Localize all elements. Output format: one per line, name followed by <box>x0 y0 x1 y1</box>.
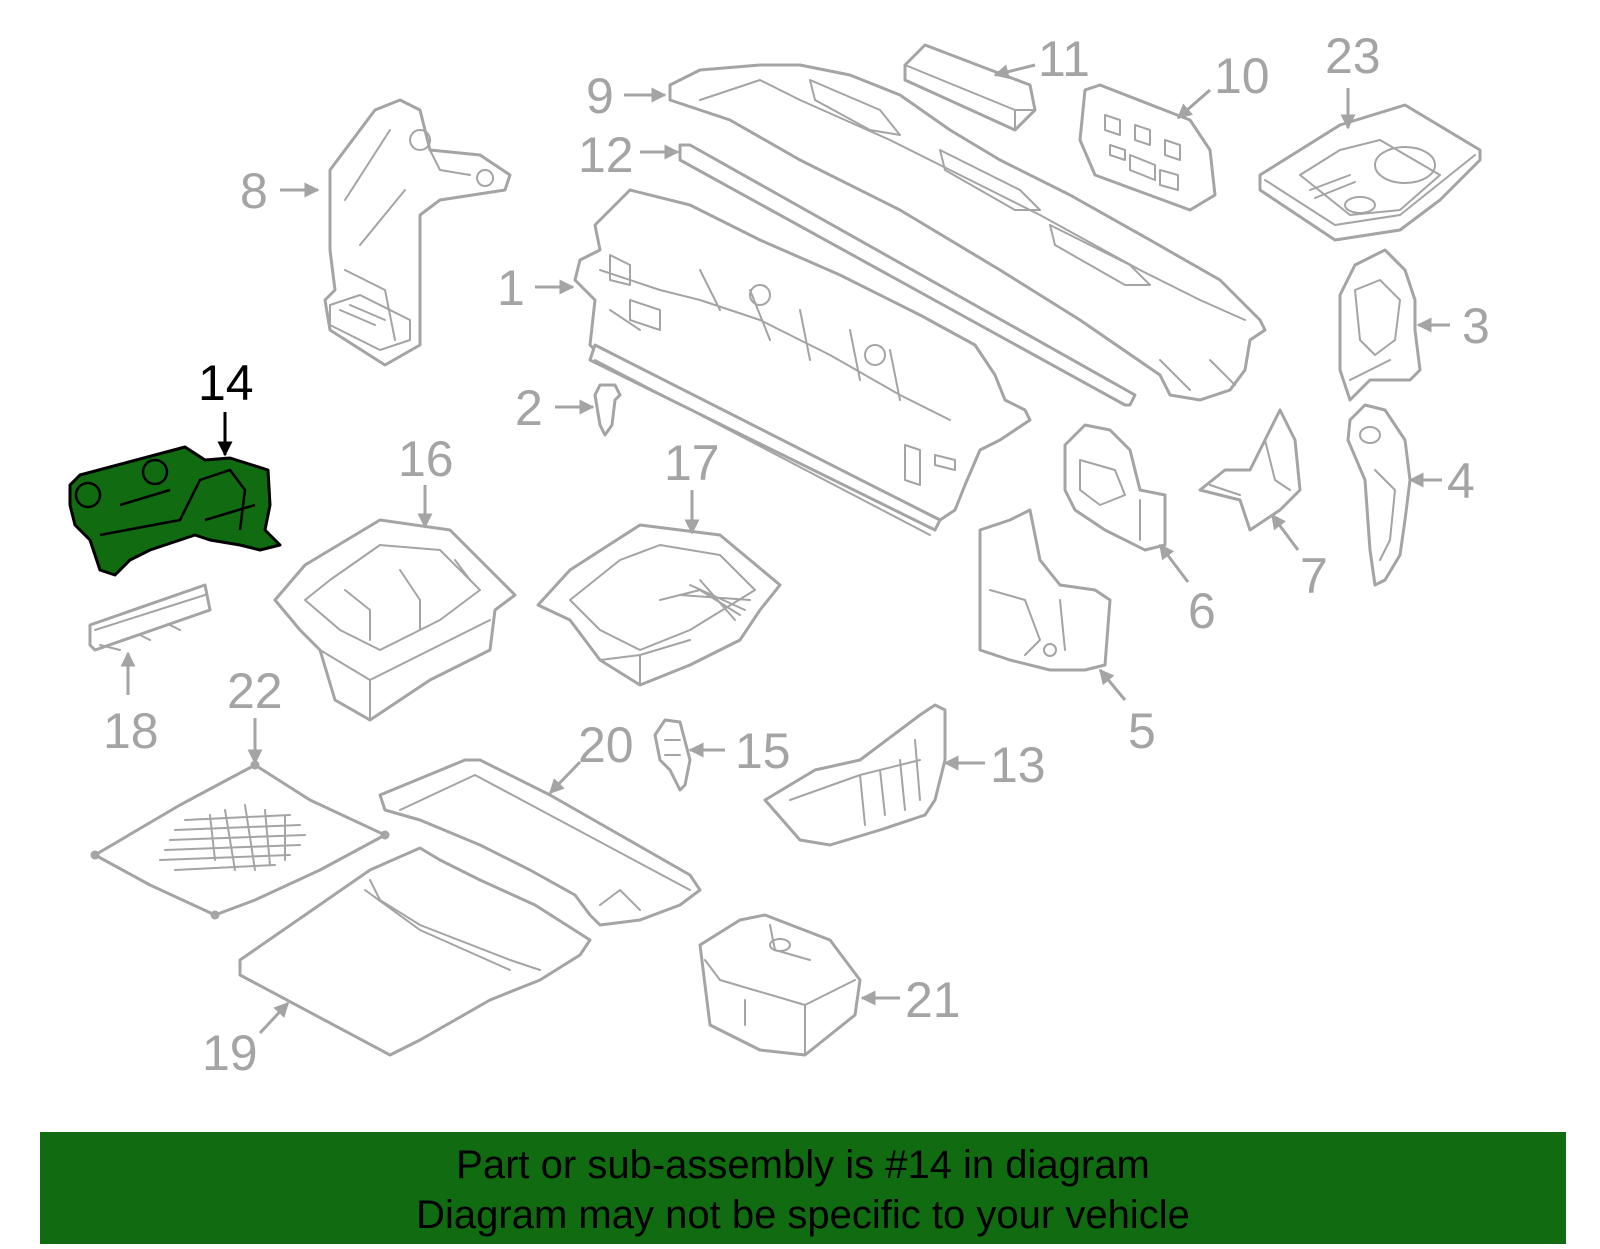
part-6 <box>1063 423 1167 552</box>
part-15 <box>653 718 692 792</box>
callout-19: 19 <box>202 1025 258 1081</box>
callout-10: 10 <box>1214 48 1270 104</box>
part-5 <box>978 508 1112 672</box>
callout-20: 20 <box>578 717 634 773</box>
callout-3: 3 <box>1462 298 1490 354</box>
part-19 <box>238 846 592 1057</box>
part-11 <box>903 43 1037 132</box>
part-8 <box>323 98 512 367</box>
callout-18: 18 <box>103 703 159 759</box>
part-23 <box>1258 103 1482 242</box>
part-20 <box>378 758 702 927</box>
leader-lines <box>120 63 1450 1035</box>
callout-23: 23 <box>1325 28 1381 84</box>
part-21 <box>698 913 862 1057</box>
callout-12: 12 <box>578 127 634 183</box>
banner-line-2: Diagram may not be specific to your vehi… <box>416 1193 1190 1237</box>
callout-6: 6 <box>1188 583 1216 639</box>
part-12 <box>678 143 1137 407</box>
callout-11: 11 <box>1038 31 1090 87</box>
callout-1: 1 <box>497 260 525 316</box>
part-1 <box>573 188 1032 536</box>
part-16 <box>273 518 517 722</box>
part-13 <box>763 703 947 847</box>
callout-14-highlighted: 14 <box>198 355 254 411</box>
part-3 <box>1338 248 1422 402</box>
callout-9: 9 <box>586 68 614 124</box>
info-banner: Part or sub-assembly is #14 in diagram D… <box>40 1132 1566 1244</box>
callout-5: 5 <box>1128 703 1156 759</box>
callout-8: 8 <box>240 163 268 219</box>
callout-2: 2 <box>515 380 543 436</box>
callout-labels: 1 2 3 4 5 6 7 8 9 10 11 12 13 14 15 16 1… <box>103 28 1490 1081</box>
part-2 <box>593 383 622 437</box>
part-4 <box>1346 403 1412 587</box>
callout-16: 16 <box>398 431 454 487</box>
part-22 <box>90 760 390 920</box>
part-14-highlighted <box>68 445 282 577</box>
banner-line-1: Part or sub-assembly is #14 in diagram <box>456 1143 1150 1187</box>
callout-21: 21 <box>905 972 961 1028</box>
callout-4: 4 <box>1447 453 1475 509</box>
callout-17: 17 <box>664 435 720 491</box>
part-10 <box>1078 83 1217 212</box>
callout-7: 7 <box>1300 548 1328 604</box>
part-18 <box>88 583 212 652</box>
callout-15: 15 <box>735 723 791 779</box>
callout-22: 22 <box>227 663 283 719</box>
part-9 <box>668 63 1267 402</box>
part-7 <box>1198 408 1302 532</box>
callout-13: 13 <box>990 737 1046 793</box>
part-17 <box>536 523 782 687</box>
